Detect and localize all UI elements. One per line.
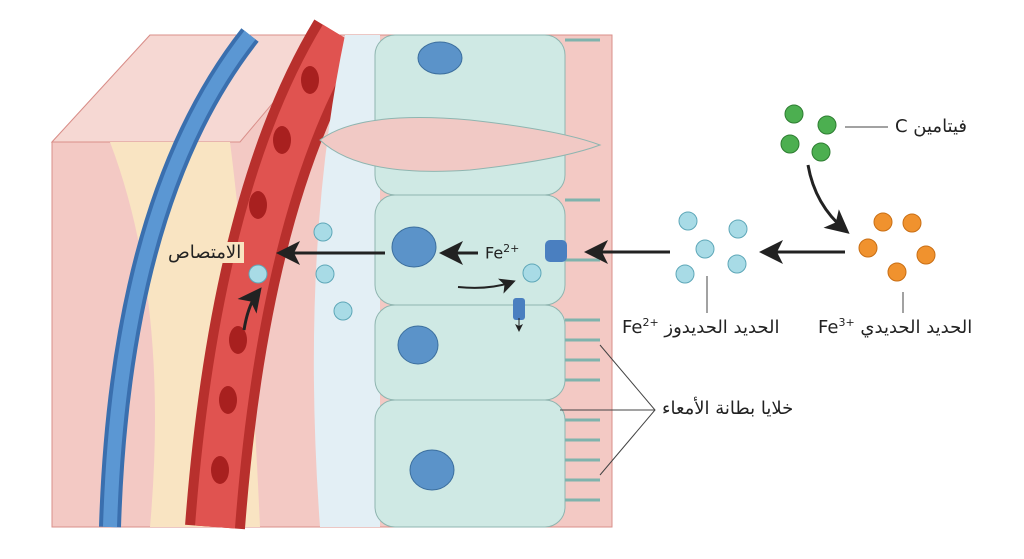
cell-fe-charge: 2+ (503, 242, 520, 255)
ferrous-particles-tissue (248, 222, 542, 321)
ferroportin-transporter-icon (513, 298, 525, 320)
artery (185, 19, 366, 530)
ferrous-charge: 2+ (642, 316, 659, 329)
cell-fe2-label: Fe2+ (485, 242, 519, 262)
absorption-label: الامتصاص (165, 242, 245, 263)
ferric-charge: 3+ (838, 316, 855, 329)
ferric-iron-label: Fe3+ الحديد الحديدي (818, 316, 972, 338)
arrows (237, 164, 850, 332)
intestinal-cells-label: خلايا بطانة الأمعاء (662, 398, 794, 419)
dmt1-transporter-icon (545, 240, 567, 262)
microvilli (565, 38, 600, 502)
leader-lines (560, 126, 904, 476)
nuclei (391, 41, 463, 491)
vitamin-c-molecules (780, 104, 837, 162)
ferrous-iron-label: Fe2+ الحديد الحديدوز (622, 316, 780, 338)
ferrous-iron-particles (675, 211, 748, 284)
ferric-symbol: Fe (818, 317, 839, 338)
vein (99, 28, 259, 528)
ferric-name: الحديد الحديدي (860, 317, 973, 338)
vitamin-c-label: فيتامين C (895, 116, 968, 137)
ferrous-symbol: Fe (622, 317, 643, 338)
villus-fold (319, 117, 602, 172)
ferric-iron-particles (858, 212, 936, 282)
cell-fe-symbol: Fe (485, 243, 504, 263)
ferrous-name: الحديد الحديدوز (664, 317, 780, 338)
